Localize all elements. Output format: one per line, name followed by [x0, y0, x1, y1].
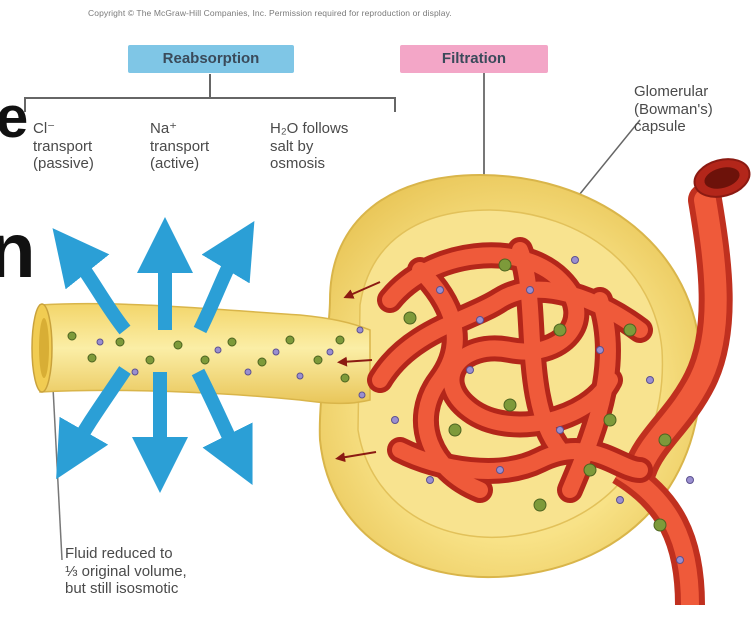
copyright-notice: Copyright © The McGraw-Hill Companies, I… — [88, 8, 452, 18]
na-transport-label: Na⁺ transport (active) — [150, 120, 209, 173]
cl-transport-label: Cl⁻ transport (passive) — [33, 120, 94, 173]
capsule-pointer — [575, 120, 640, 200]
filtration-label: Filtration — [400, 45, 548, 73]
fluid-volume-label: Fluid reduced to ⅓ original volume, but … — [65, 545, 187, 598]
cropped-text-bottom: n — [0, 205, 36, 296]
h2o-osmosis-label: H₂O follows salt by osmosis — [270, 120, 348, 173]
glomerular-capsule-label: Glomerular (Bowman's) capsule — [634, 83, 713, 136]
reabsorption-label: Reabsorption — [128, 45, 294, 73]
reabsorption-bracket — [25, 74, 395, 112]
cropped-text-top: e — [0, 84, 28, 151]
